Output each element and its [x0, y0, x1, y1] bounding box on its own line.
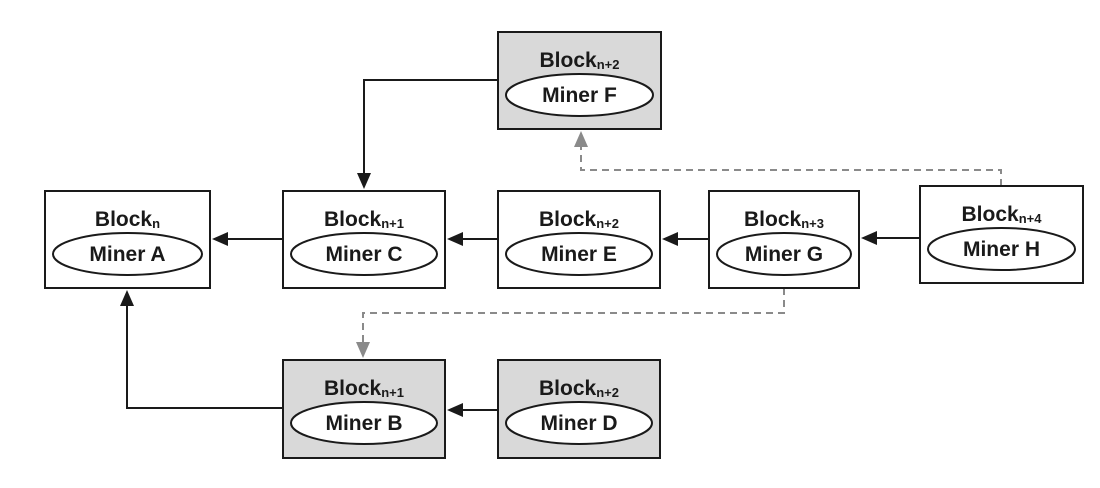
miner-oval: [927, 227, 1076, 271]
miner-oval: [290, 232, 438, 276]
miner-label: Miner H: [963, 238, 1040, 261]
edge-g-to-e: [662, 232, 709, 246]
arrowhead-icon: [447, 232, 463, 246]
block-label: Block: [539, 208, 597, 231]
dashed-connector-line: [362, 288, 785, 350]
arrowhead-icon: [120, 290, 134, 306]
miner-oval: [505, 232, 653, 276]
block-height-subscript: n+1: [381, 216, 404, 231]
block-label: Block: [324, 208, 382, 231]
block-height-subscript: n: [152, 216, 160, 231]
connector-line: [363, 79, 498, 181]
arrowhead-icon: [356, 342, 370, 358]
arrowhead-icon: [212, 232, 228, 246]
block-height-subscript: n+2: [597, 57, 620, 72]
edge-f-to-c: [357, 79, 498, 189]
block-label: Block: [95, 208, 153, 231]
miner-oval: [290, 401, 438, 445]
miner-label: Miner E: [541, 243, 617, 266]
block-title: Blockn+1: [324, 208, 404, 231]
miner-oval: [505, 401, 653, 445]
block-title: Blockn+3: [744, 208, 824, 231]
edge-g-to-b: [356, 288, 785, 358]
block-label: Block: [540, 49, 598, 72]
block-height-subscript: n+2: [596, 216, 619, 231]
arrowhead-icon: [574, 131, 588, 147]
arrowhead-icon: [357, 173, 371, 189]
miner-label: Miner G: [745, 243, 823, 266]
block-height-subscript: n+1: [381, 385, 404, 400]
block-height-subscript: n+3: [801, 216, 824, 231]
edge-h-to-f: [574, 131, 1002, 186]
edge-c-to-a: [212, 232, 283, 246]
miner-label: Miner C: [325, 243, 402, 266]
block-label: Block: [539, 377, 597, 400]
dashed-connector-line: [580, 139, 1002, 186]
block-title: Blockn+4: [962, 203, 1043, 226]
arrowhead-icon: [861, 231, 877, 245]
edges-layer: [120, 79, 1002, 417]
miner-oval: [52, 232, 203, 276]
block-label: Block: [324, 377, 382, 400]
edge-d-to-b: [447, 403, 498, 417]
miner-label: Miner F: [542, 84, 617, 107]
block-title: Blockn+2: [539, 377, 619, 400]
block-label: Block: [962, 203, 1020, 226]
block-title: Blockn: [95, 208, 160, 231]
edge-b-to-a: [120, 290, 283, 409]
block-label: Block: [744, 208, 802, 231]
miner-label: Miner D: [540, 412, 617, 435]
block-title: Blockn+2: [540, 49, 620, 72]
miner-oval: [716, 232, 852, 276]
miner-label: Miner B: [325, 412, 402, 435]
arrowhead-icon: [447, 403, 463, 417]
miner-label: Miner A: [89, 243, 165, 266]
arrowhead-icon: [662, 232, 678, 246]
block-title: Blockn+2: [539, 208, 619, 231]
block-height-subscript: n+4: [1019, 211, 1043, 226]
block-height-subscript: n+2: [596, 385, 619, 400]
miner-oval: [505, 73, 654, 117]
connector-line: [126, 298, 283, 409]
edge-h-to-g: [861, 231, 920, 245]
block-title: Blockn+1: [324, 377, 404, 400]
edge-e-to-c: [447, 232, 498, 246]
